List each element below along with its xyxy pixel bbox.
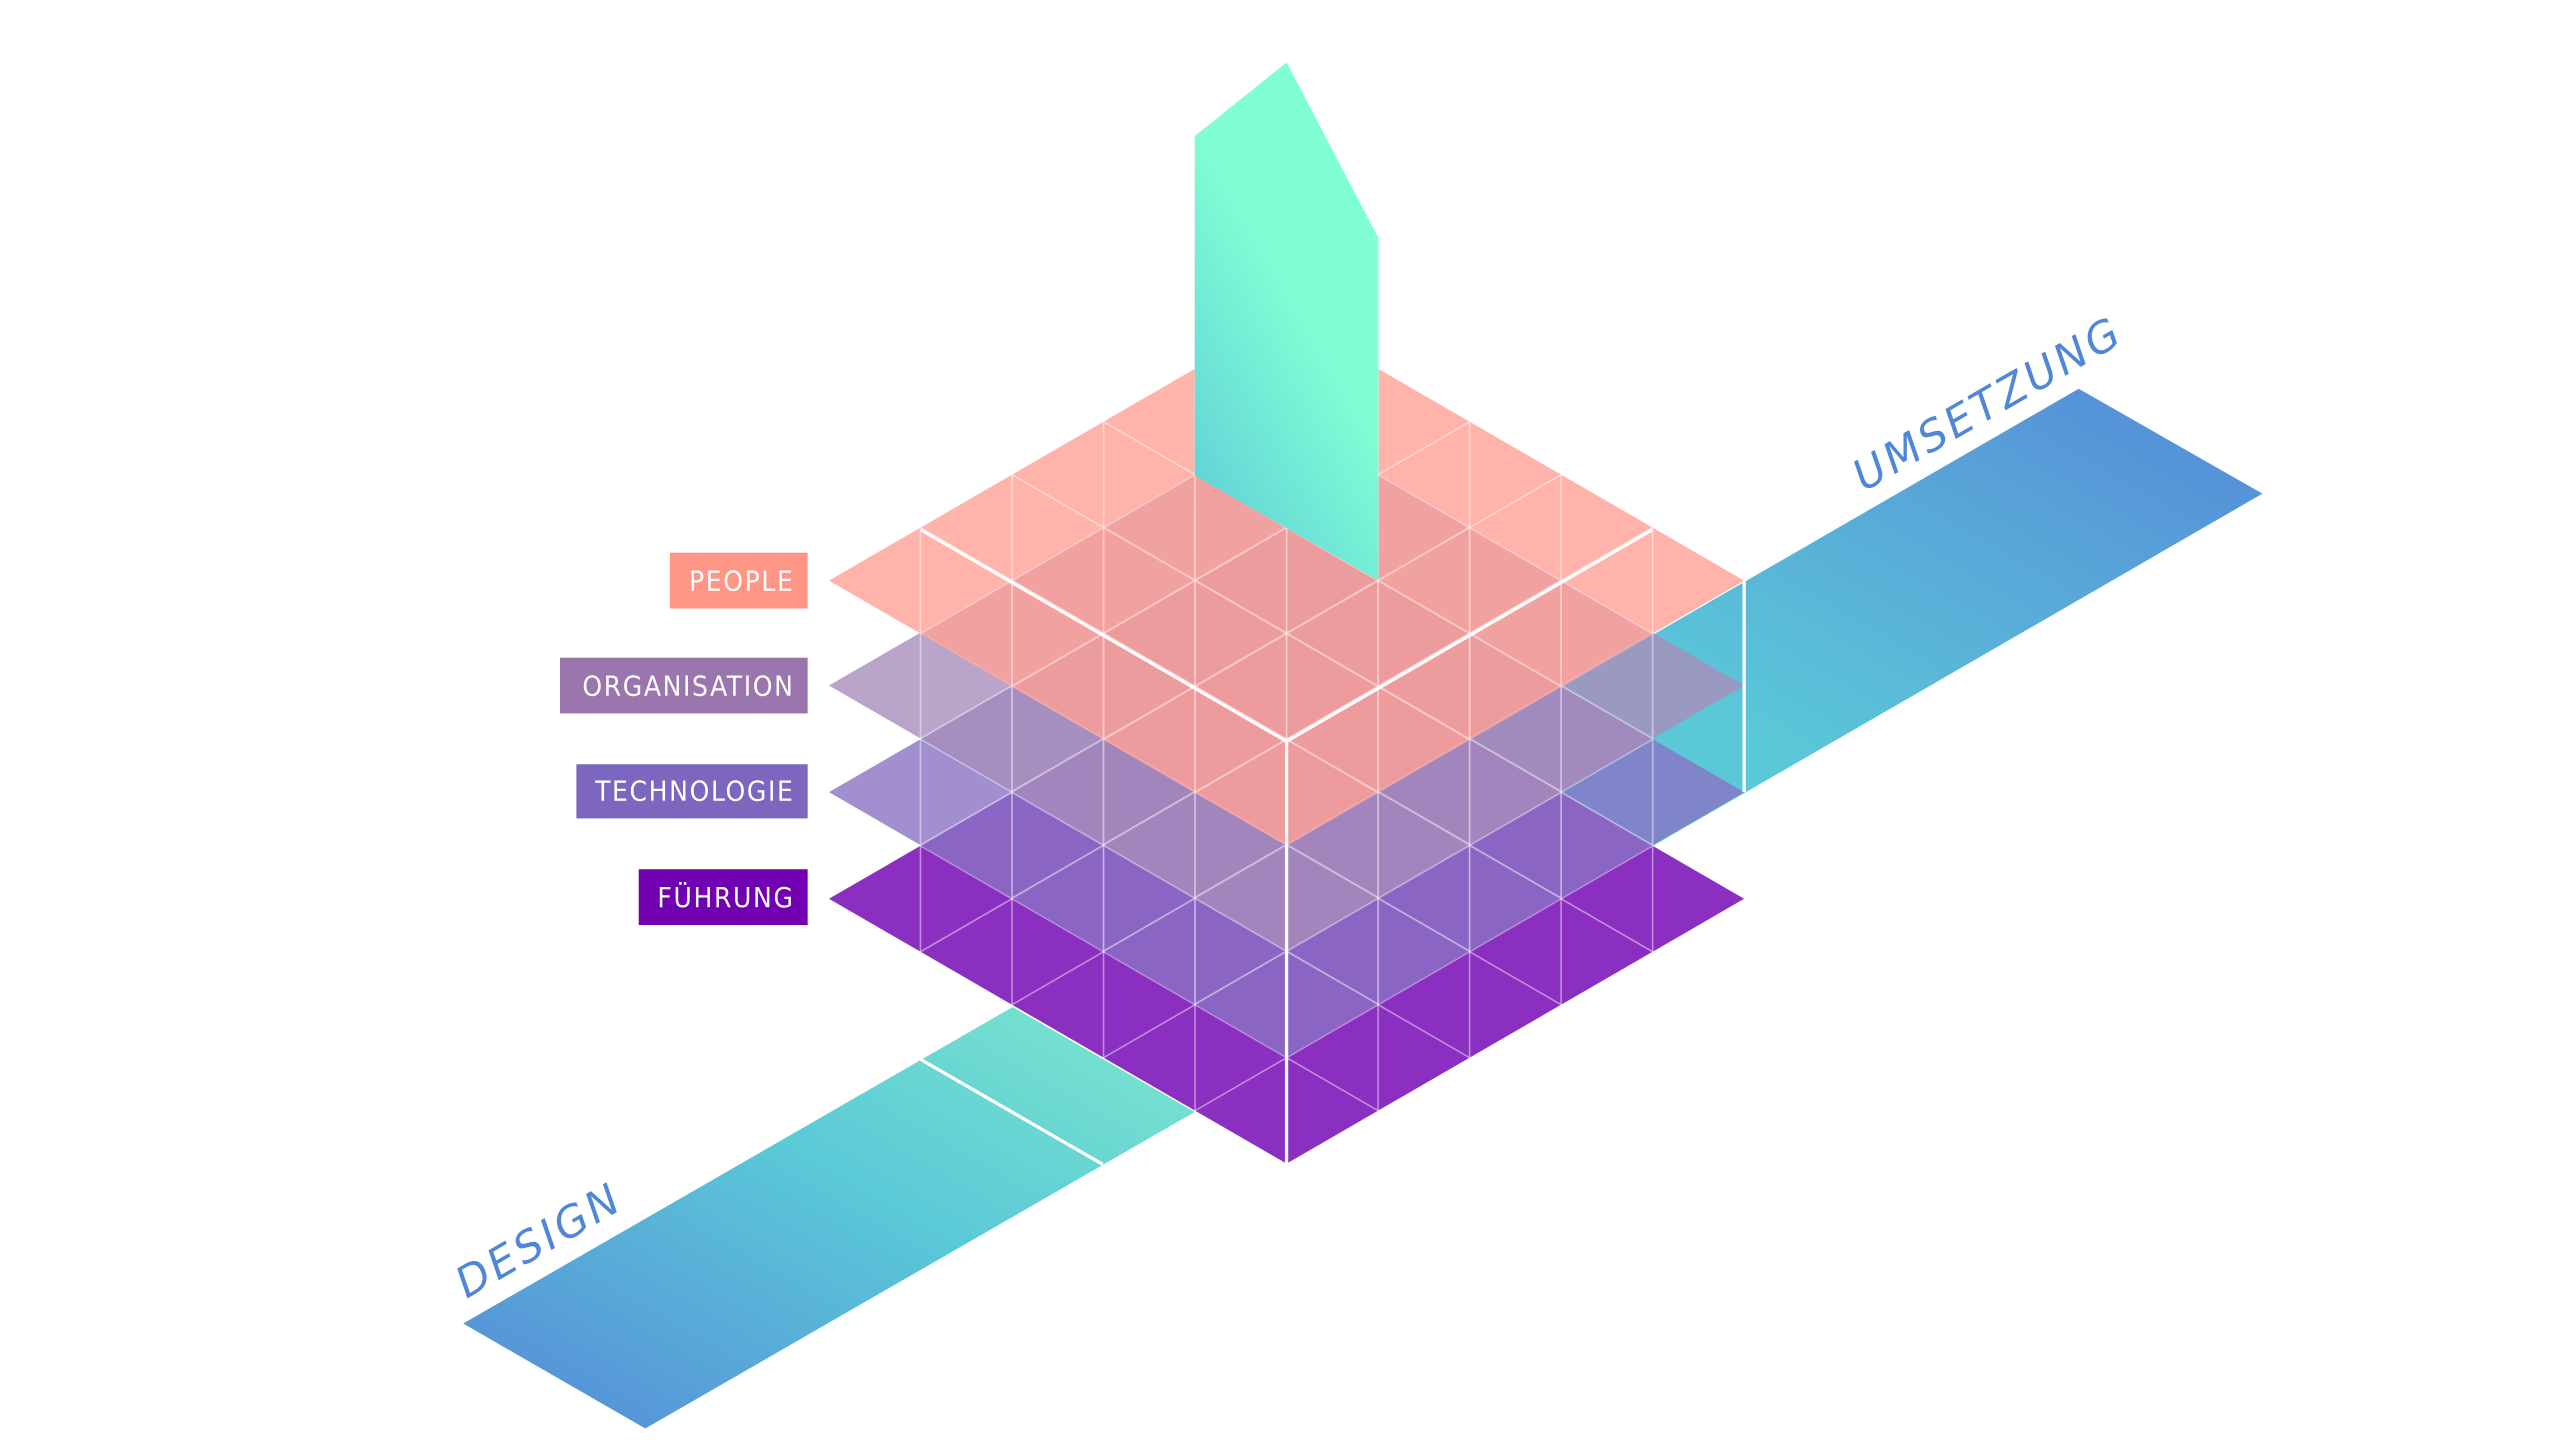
layer-label-people: PEOPLE xyxy=(669,552,808,609)
grid-line xyxy=(920,845,1379,1112)
cube-edges xyxy=(919,528,1746,1166)
grid-line xyxy=(1011,420,1471,688)
grid-line xyxy=(1194,738,1654,1005)
vision-column xyxy=(1194,62,1379,581)
grid-line xyxy=(1103,473,1562,741)
label-text: ORGANISATION xyxy=(582,669,794,702)
label-box xyxy=(669,552,808,609)
layer-label-technologie: TECHNOLOGIE xyxy=(576,764,808,819)
grid-line xyxy=(1194,845,1654,1112)
layer-label-organisation: ORGANISATION xyxy=(560,657,808,714)
umsetzung-band xyxy=(1468,388,2263,847)
label-text: TECHNOLOGIE xyxy=(594,774,794,807)
grid-line xyxy=(1011,473,1471,741)
label-text: FÜHRUNG xyxy=(657,880,794,914)
label-box xyxy=(638,869,808,926)
label-box xyxy=(576,764,808,819)
label-box xyxy=(560,657,808,714)
label-text: PEOPLE xyxy=(689,564,794,597)
layer-label-fuehrung: FÜHRUNG xyxy=(638,869,808,926)
grid-line xyxy=(920,738,1379,1005)
